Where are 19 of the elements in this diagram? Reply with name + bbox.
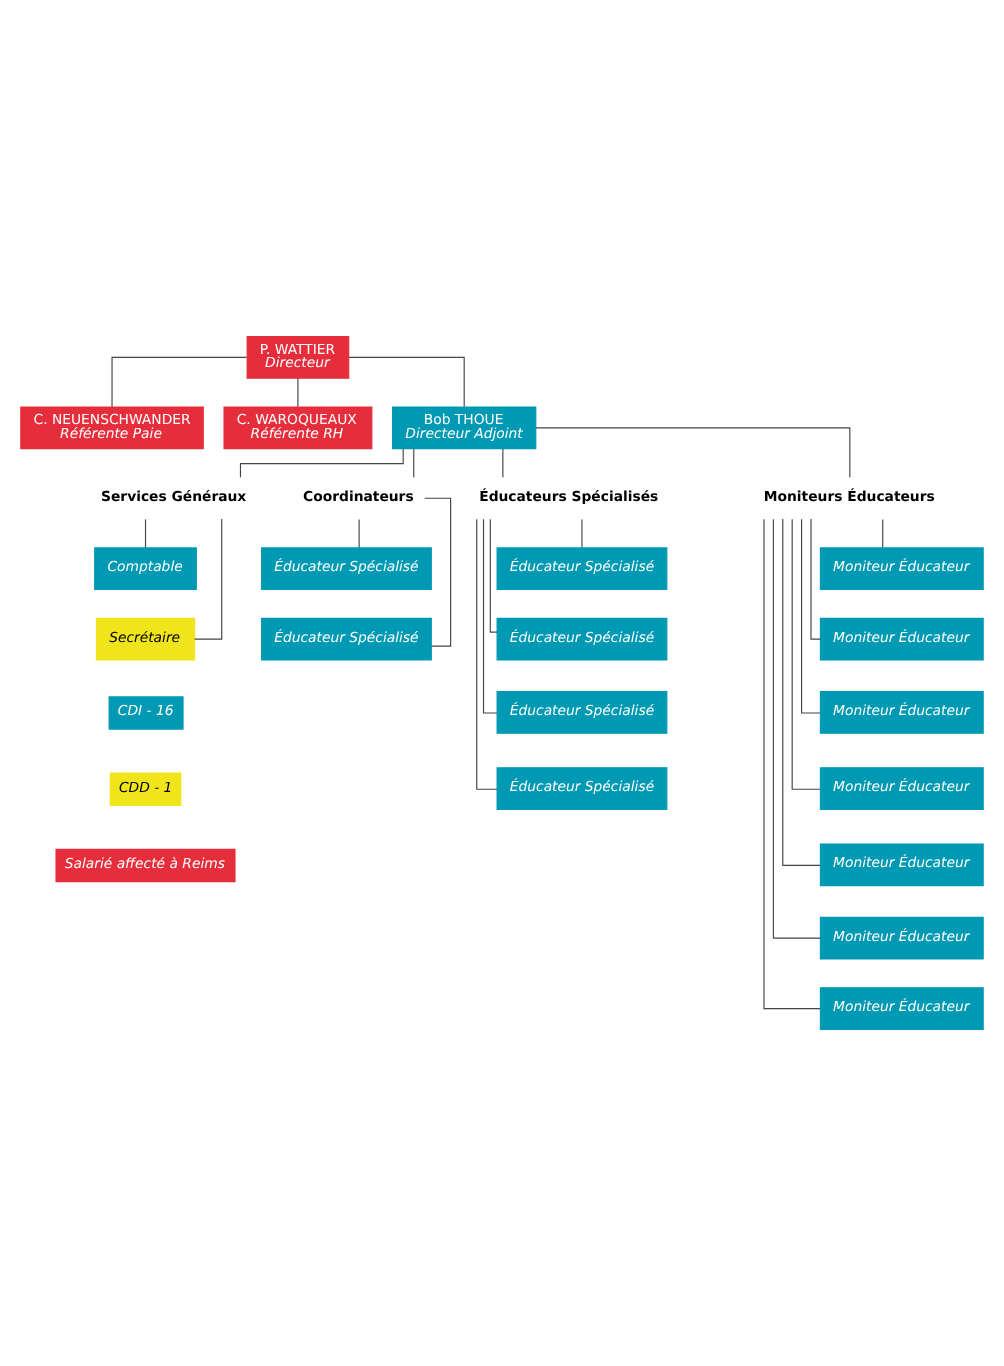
connector — [581, 518, 583, 549]
connector — [194, 518, 223, 640]
connector — [791, 518, 821, 790]
connector — [810, 518, 821, 640]
connector — [801, 518, 821, 714]
connector — [348, 356, 465, 408]
connector — [502, 448, 504, 478]
connector — [782, 518, 821, 866]
connector — [535, 427, 851, 478]
connector — [482, 518, 498, 714]
connector — [763, 518, 821, 1010]
connector — [297, 377, 299, 408]
connector — [413, 448, 415, 478]
connector — [144, 518, 147, 549]
connector — [489, 518, 498, 633]
connector — [358, 518, 360, 549]
connector — [111, 356, 248, 408]
connector — [772, 518, 821, 939]
connector — [882, 518, 884, 549]
